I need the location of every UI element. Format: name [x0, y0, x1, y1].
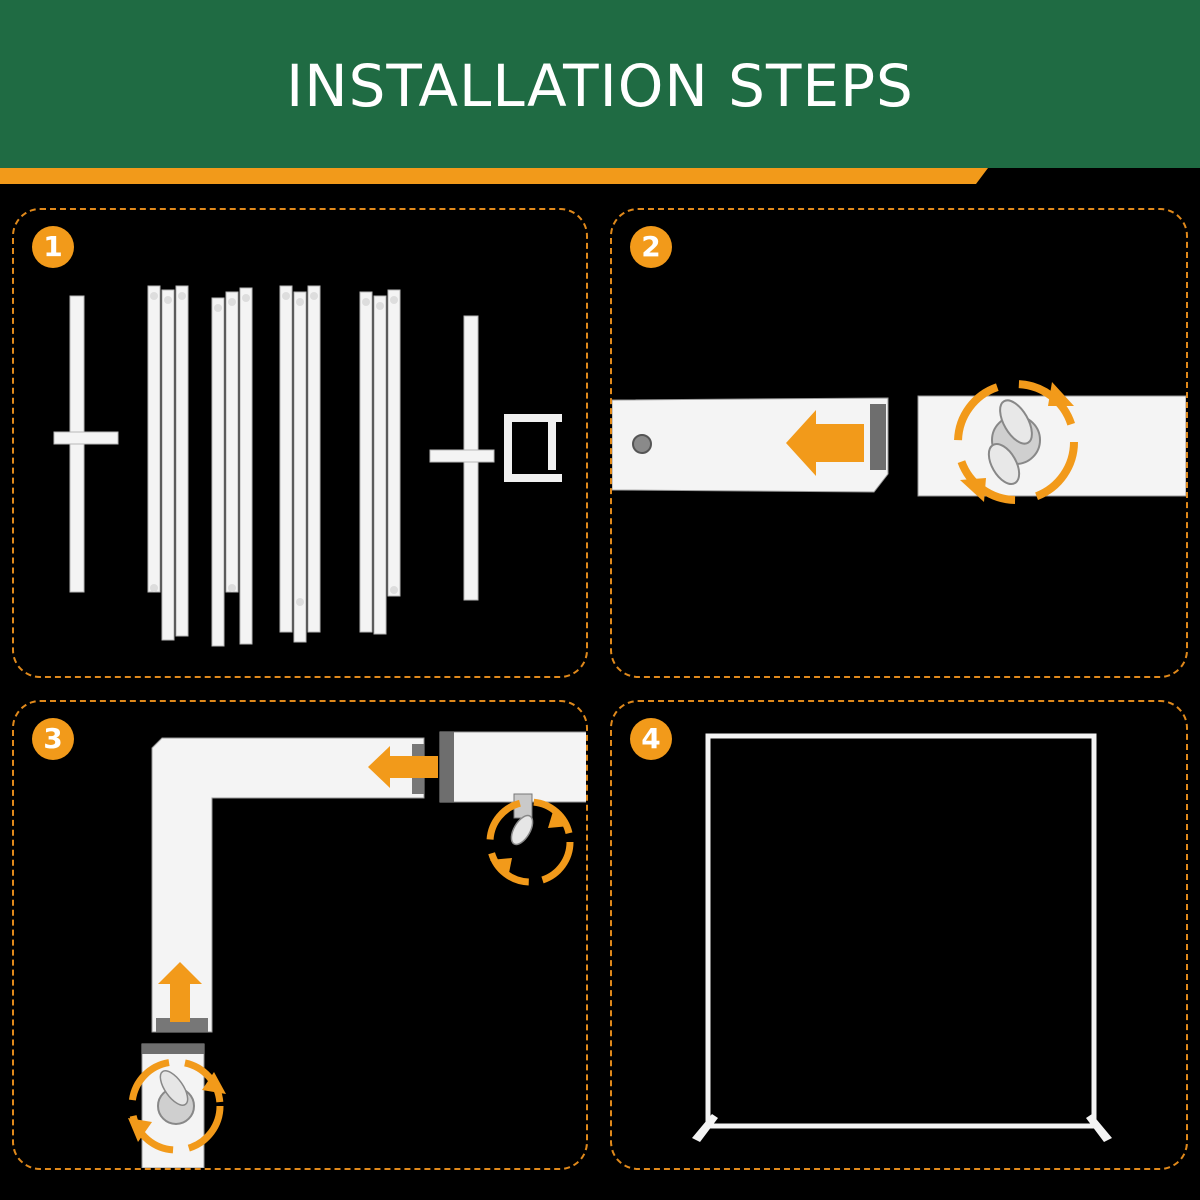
step-3-badge: 3: [32, 718, 74, 760]
step-4-badge: 4: [630, 718, 672, 760]
step-2-panel: 2: [610, 208, 1188, 678]
step-1-illustration: [53, 285, 562, 647]
step-2-illustration: [612, 380, 1186, 504]
step-1-panel: 1: [12, 208, 588, 678]
accent-stripe: [0, 168, 988, 184]
step-3-panel: 3: [12, 700, 588, 1170]
header-banner: INSTALLATION STEPS: [0, 0, 1200, 168]
step-1-badge: 1: [32, 226, 74, 268]
step-4-illustration: [692, 733, 1112, 1142]
step-4-panel: 4: [610, 700, 1188, 1170]
step-2-badge: 2: [630, 226, 672, 268]
step-3-illustration: [128, 731, 586, 1168]
page-title: INSTALLATION STEPS: [286, 52, 914, 120]
